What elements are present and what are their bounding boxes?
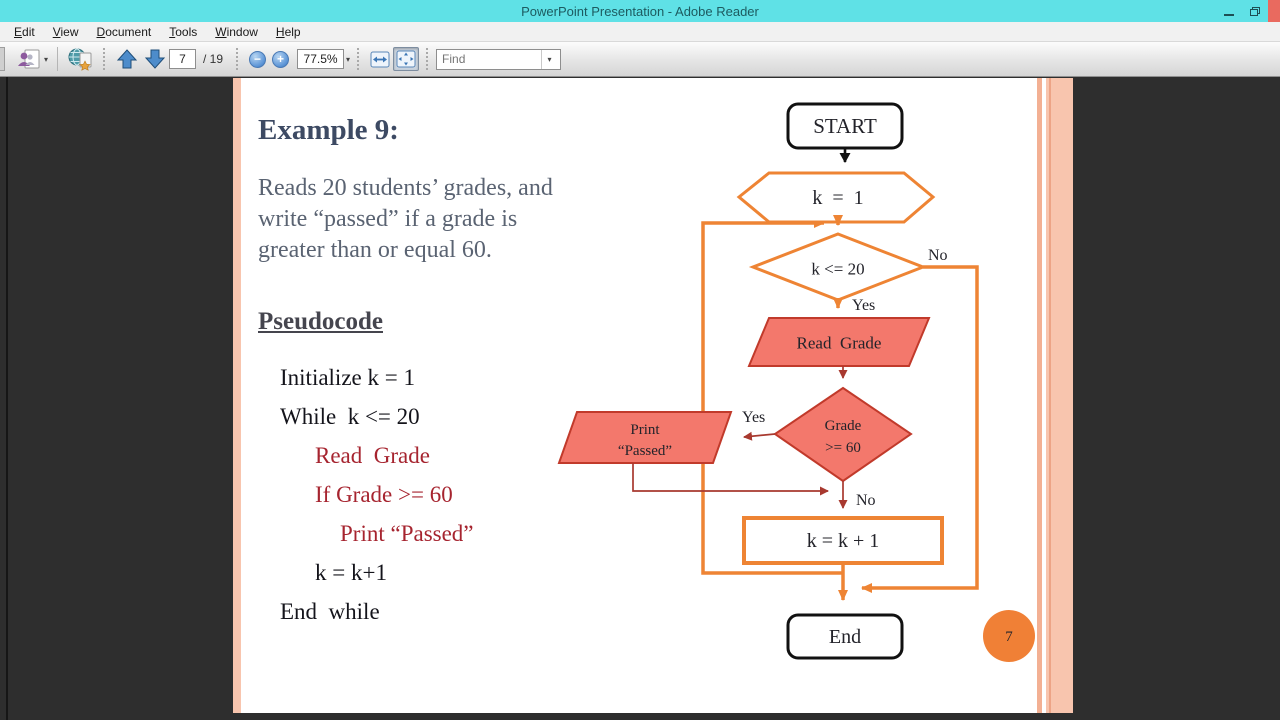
init-label: k = 1	[812, 187, 863, 209]
zoom-out-button[interactable]: −	[249, 50, 267, 68]
toolbar-separator	[57, 47, 59, 71]
fit-width-button[interactable]	[367, 47, 393, 71]
slide-right-stripe-line	[1049, 78, 1051, 713]
window-title: PowerPoint Presentation - Adobe Reader	[521, 3, 759, 19]
page-number-badge-label: 7	[1005, 629, 1013, 645]
toolbar-separator	[426, 48, 429, 70]
print-passed-node	[557, 411, 733, 464]
previous-page-button[interactable]	[113, 46, 141, 72]
increment-label: k = k + 1	[807, 530, 880, 552]
fit-page-icon	[396, 50, 416, 68]
pane-edge-line	[6, 77, 8, 720]
arrow-down-icon	[144, 49, 166, 69]
pseudocode-heading: Pseudocode	[258, 308, 383, 335]
no-branch-line	[861, 265, 979, 593]
find-input[interactable]	[437, 50, 542, 68]
grade-condition-label-1: Grade	[825, 418, 862, 434]
description-line: Reads 20 students’ grades, and	[258, 175, 553, 201]
pseudocode-line: If Grade >= 60	[315, 482, 453, 507]
toolbar-separator	[103, 48, 106, 70]
restore-button[interactable]	[1242, 0, 1268, 22]
globe-document-icon	[68, 48, 92, 71]
slide-title: Example 9:	[258, 114, 399, 146]
loop-condition-label: k <= 20	[811, 260, 864, 279]
loop-back-line	[701, 218, 843, 575]
fit-width-icon	[370, 51, 390, 67]
pseudocode-line: While k <= 20	[280, 404, 420, 429]
print-passed-label-1: Print	[630, 422, 660, 438]
slide-right-thin-stripe	[1037, 78, 1042, 713]
slide-left-stripe	[233, 78, 241, 713]
menu-edit[interactable]: Edit	[14, 24, 35, 39]
zoom-in-button[interactable]: +	[272, 50, 290, 68]
toolbar-separator	[236, 48, 239, 70]
increment-node	[742, 516, 944, 565]
web-export-button[interactable]	[64, 45, 96, 73]
yes-loop-label: Yes	[852, 297, 875, 314]
grade-condition-node	[773, 386, 913, 483]
arrow-up-icon	[116, 49, 138, 69]
zoom-dropdown-caret[interactable]: ▾	[346, 54, 351, 64]
pseudocode-line: End while	[280, 599, 380, 624]
description-line: greater than or equal 60.	[258, 237, 492, 263]
zoom-level-value[interactable]: 77.5%	[297, 49, 345, 69]
end-label: End	[829, 626, 861, 648]
page-number-badge	[983, 610, 1035, 662]
sign-icon	[18, 49, 40, 69]
toolbar-separator	[357, 48, 360, 70]
print-passed-label-2: “Passed”	[618, 443, 672, 459]
init-node	[736, 171, 936, 224]
minimize-button[interactable]	[1216, 0, 1242, 22]
pseudocode-line: Initialize k = 1	[280, 365, 415, 390]
fit-page-button[interactable]	[393, 47, 420, 71]
slide-description: Reads 20 students’ grades, and write “pa…	[258, 173, 553, 266]
toolbar: ▾ / 19 − + 77.5%	[0, 42, 1280, 77]
menu-document[interactable]: Document	[96, 24, 152, 39]
grade-condition-label-2: >= 60	[825, 440, 861, 456]
page-number-input[interactable]	[169, 49, 197, 69]
menu-help[interactable]: Help	[275, 24, 301, 39]
clipped-toolbar-icon	[0, 47, 5, 71]
menu-window[interactable]: Window	[215, 24, 258, 39]
no-grade-label: No	[856, 492, 876, 509]
end-node	[786, 613, 904, 660]
slide-page-7: Example 9: Reads 20 students’ grades, an…	[233, 78, 1073, 713]
sign-dropdown-caret[interactable]: ▾	[44, 54, 49, 64]
minimize-icon	[1224, 14, 1234, 16]
no-loop-label: No	[928, 247, 948, 264]
title-bar: PowerPoint Presentation - Adobe Reader	[0, 0, 1280, 22]
sign-button[interactable]: ▾	[13, 46, 51, 72]
menu-tools[interactable]: Tools	[169, 24, 198, 39]
yes-grade-arrow	[743, 431, 776, 441]
read-grade-node	[747, 317, 931, 367]
page-total-label: / 19	[203, 52, 224, 66]
read-grade-label: Read Grade	[797, 334, 882, 353]
find-box: ▾	[436, 48, 562, 70]
next-page-button[interactable]	[141, 46, 169, 72]
yes-grade-label: Yes	[742, 409, 765, 426]
pseudocode-line: Read Grade	[315, 443, 430, 468]
pseudocode-line: Print “Passed”	[340, 521, 474, 546]
find-dropdown-caret[interactable]: ▾	[541, 49, 557, 69]
restore-icon	[1250, 6, 1260, 16]
print-return-line	[632, 463, 829, 496]
close-button[interactable]	[1268, 0, 1280, 22]
pseudocode-line: k = k+1	[315, 560, 387, 585]
start-label: START	[813, 114, 877, 138]
description-line: write “passed” if a grade is	[258, 206, 518, 232]
pseudocode-block: Initialize k = 1 While k <= 20 Read Grad…	[280, 358, 474, 631]
menu-view[interactable]: View	[52, 24, 79, 39]
flowchart: START k = 1 k <= 20 No Yes Read Grade	[557, 102, 1035, 662]
window-controls	[1216, 0, 1280, 22]
document-canvas[interactable]: Example 9: Reads 20 students’ grades, an…	[0, 77, 1280, 720]
menu-bar: Edit View Document Tools Window Help	[0, 22, 1280, 42]
